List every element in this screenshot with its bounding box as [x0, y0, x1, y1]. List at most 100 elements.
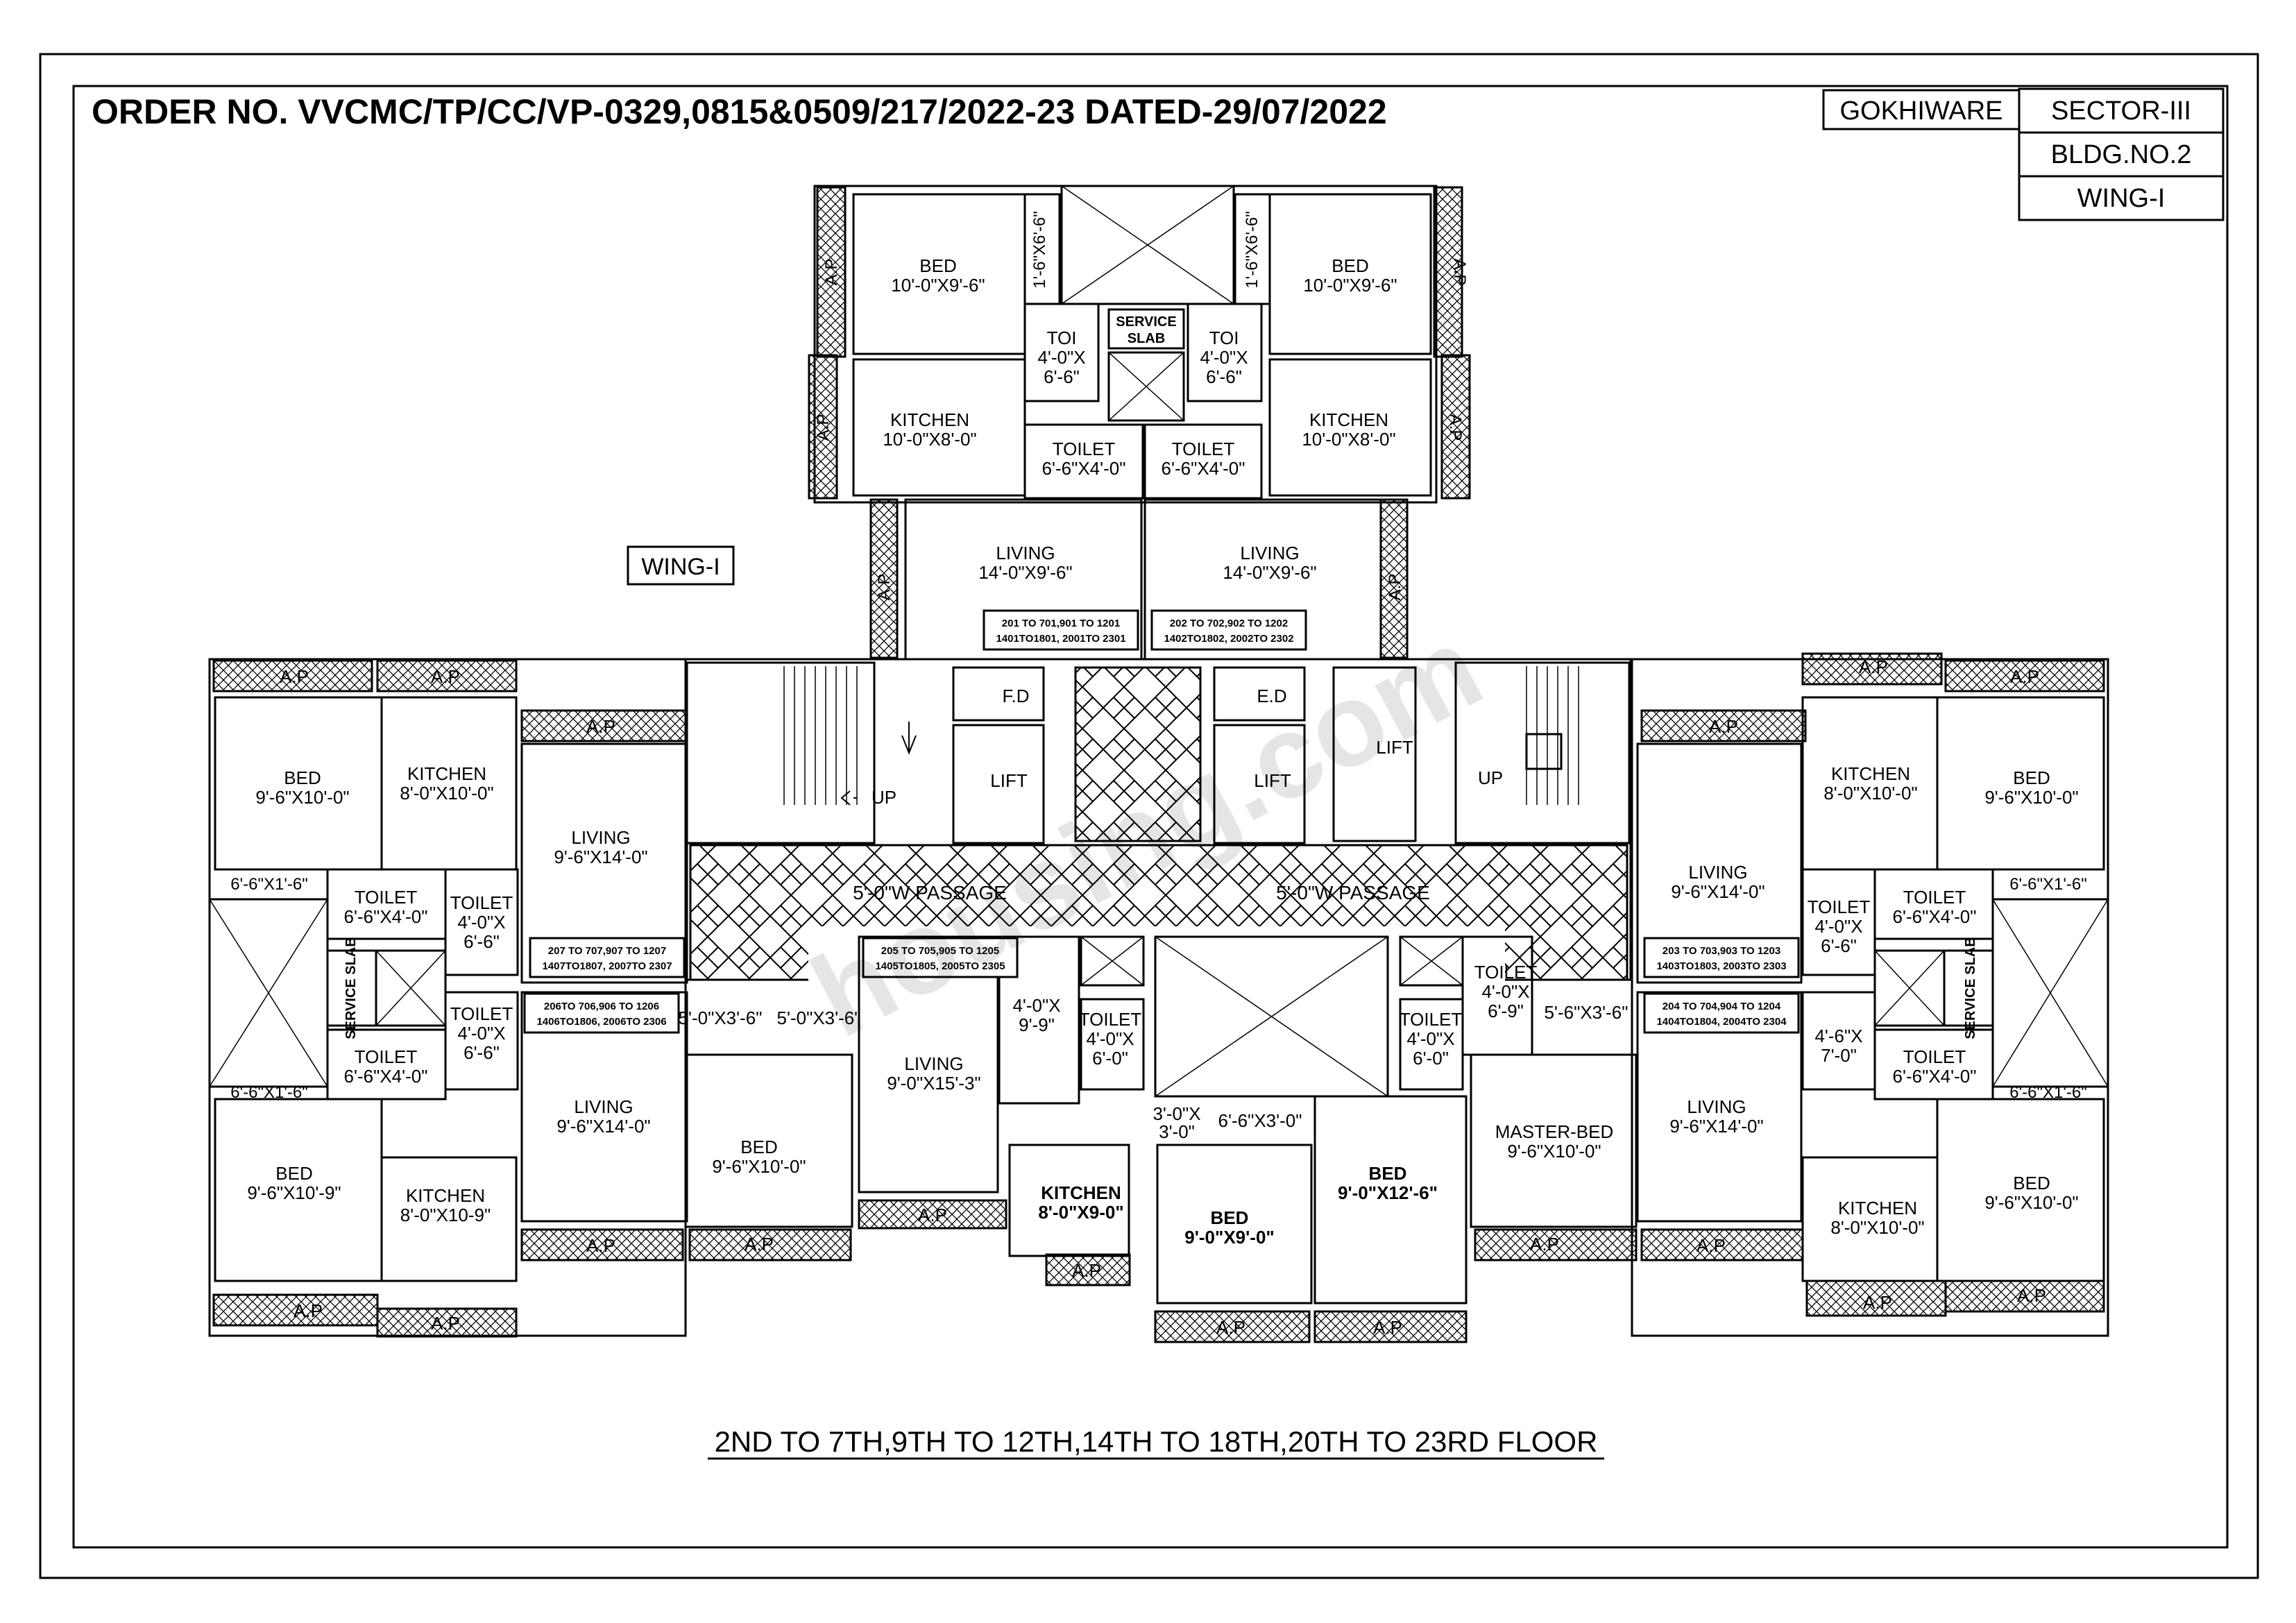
lift-left-label: LIFT — [990, 770, 1028, 791]
toilet-mid-dim2: 6'-0" — [1413, 1048, 1449, 1069]
wing-tag: WING-I — [641, 554, 720, 580]
flat-number-box-205 — [862, 937, 1019, 978]
toi-tr-dim2: 6'-6" — [1206, 366, 1242, 387]
ap-right-top-3 — [1640, 709, 1807, 742]
kitchen-tr-dim: 10'-0"X8'-0" — [1302, 429, 1395, 450]
ledge-206-dim: 6'-6"X1'-6" — [230, 1083, 308, 1102]
toilet-207a-label: TOILET — [355, 887, 418, 908]
room-living-204 — [1636, 991, 1803, 1223]
ap-lt1-text: A.P — [280, 666, 309, 687]
floor-caption: 2ND TO 7TH,9TH TO 12TH,14TH TO 18TH,20TH… — [715, 1425, 1598, 1458]
ap-mb1-text: A.P — [745, 1234, 774, 1255]
wing-tag-box — [627, 545, 735, 586]
flat-number-box-201 — [983, 609, 1139, 651]
up-right-label: UP — [1478, 767, 1503, 788]
ap-mid-bottom-2 — [858, 1199, 1007, 1230]
flat-203-l2: 1403TO1803, 2003TO 2303 — [1656, 960, 1786, 972]
fd-label: F.D — [1003, 686, 1030, 706]
kitchen-206-label: KITCHEN — [406, 1185, 485, 1206]
room-labels: BED 10'-0"X9'-6" KITCHEN 10'-0"X8'-0" TO… — [230, 255, 2087, 1248]
shaft-right-cross — [1992, 899, 2109, 1087]
service-slab-top-box — [1107, 308, 1185, 350]
rotated-labels: 1'-6"X6'-6" 1'-6"X6'-6" A.P A.P A.P A.P … — [343, 211, 1978, 1039]
flat-number-box-206 — [523, 992, 680, 1034]
electric-duct-box — [1213, 666, 1306, 722]
bed-204-dim: 9'-6"X10'-0" — [1984, 1192, 2078, 1213]
kitchen-tl-label: KITCHEN — [890, 409, 969, 430]
passage-206-dim: 5'-0"X3'-6" — [679, 1008, 763, 1028]
ap-rt3-text: A.P — [1709, 716, 1738, 737]
ap-right-bottom-3 — [1805, 1280, 1947, 1317]
dim-204-b: 7'-0" — [1821, 1045, 1857, 1066]
inner-border — [72, 85, 2229, 1549]
room-bed-top-right — [1268, 193, 1432, 355]
toilet-203b-dim2: 6'-6" — [1821, 935, 1857, 956]
toilet-203a-label: TOILET — [1903, 887, 1966, 908]
ap-labels: A.P A.P A.P A.P A.P A.P A.P A.P A.P A.P … — [280, 656, 2046, 1338]
kitchen-206-dim: 8'-0"X10-9" — [400, 1205, 491, 1225]
shaft-left-cross — [209, 899, 328, 1087]
ap-tl-1-label: A.P — [822, 259, 841, 286]
duct-mid-right-cross — [1400, 936, 1463, 986]
flat-number-box-203 — [1643, 937, 1800, 978]
building-number: BLDG.NO.2 — [2051, 140, 2192, 169]
ap-mk-text: A.P — [1072, 1260, 1101, 1281]
living-205-label: LIVING — [904, 1053, 963, 1074]
duct-center-cross — [1108, 352, 1184, 421]
toilet-204-label: TOILET — [1474, 962, 1538, 983]
ap-right-bottom-4 — [1944, 1280, 2105, 1313]
ap-mb2-text: A.P — [918, 1205, 947, 1225]
dim-mid-a: 3'-0"X — [1153, 1103, 1200, 1124]
stair-treads-right — [1526, 666, 1579, 805]
flat-201-l2: 1401TO1801, 2001TO 2301 — [996, 633, 1125, 645]
toi-tl-label: TOI — [1047, 328, 1077, 348]
open-shaft-top — [1060, 185, 1235, 305]
bed-207-dim: 9'-6"X10'-0" — [255, 787, 349, 808]
kitchen-tl-dim: 10'-0"X8'-0" — [883, 429, 976, 450]
living-207-label: LIVING — [571, 827, 630, 848]
toilet-207b-dim2: 6'-6" — [464, 931, 500, 952]
toilet-205-dim: 4'-0"X — [1086, 1028, 1134, 1049]
bed-mid-b-label: BED — [1369, 1163, 1407, 1184]
ap-tr-1-label: A.P — [1450, 259, 1469, 286]
ap-lb2-text: A.P — [294, 1300, 323, 1321]
duct-tl-dim: 1'-6"X6'-6" — [1030, 211, 1049, 289]
room-toi-top-right — [1187, 303, 1263, 402]
dim-mid-c: 6'-6"X3'-0" — [1218, 1110, 1302, 1131]
service-slab-left-label: SERVICE SLAB — [343, 937, 359, 1039]
toi-tr-dim: 4'-0"X — [1200, 347, 1248, 368]
ap-left-bottom-3 — [376, 1307, 518, 1338]
master-bed-dim: 9'-6"X10'-0" — [1507, 1141, 1601, 1162]
toilet-204-dim2: 6'-9" — [1488, 1001, 1524, 1021]
toilet-203a-dim: 6'-6"X4'-0" — [1893, 906, 1977, 927]
lift-center-label: LIFT — [1254, 770, 1291, 791]
room-bed-mid-b — [1313, 1095, 1468, 1305]
flat-202-l1: 202 TO 702,902 TO 1202 — [1170, 618, 1288, 629]
ap-left-top-2 — [376, 659, 518, 692]
dim-204-a: 4'-6"X — [1814, 1026, 1862, 1046]
top-block-outline — [813, 185, 1438, 504]
fire-duct-box-left — [952, 666, 1045, 722]
toilet-205-label: TOILET — [1079, 1009, 1142, 1030]
room-bed-203 — [1936, 696, 2105, 871]
ap-living-l-label: A.P — [875, 574, 894, 601]
living-206-dim: 9'-6"X14'-0" — [556, 1116, 650, 1137]
toilet-mid-dim: 4'-0"X — [1406, 1028, 1454, 1049]
room-bed-mid-a — [1156, 1144, 1313, 1305]
toilet-204-dim: 4'-0"X — [1481, 981, 1529, 1002]
bed-mid-b-dim: 9'-0"X12'-6" — [1338, 1182, 1438, 1203]
bed-206-dim: 9'-6"X10'-9" — [247, 1182, 341, 1203]
toilet-203b-dim: 4'-0"X — [1814, 916, 1862, 937]
toilet-tr-dim: 6'-6"X4'-0" — [1162, 458, 1245, 479]
stair-landing-right — [1525, 733, 1563, 770]
bed-207-label: BED — [284, 767, 321, 788]
toilet-206b-label: TOILET — [450, 1003, 513, 1024]
living-205-dim: 9'-0"X15'-3" — [887, 1073, 980, 1094]
living-201-label: LIVING — [996, 543, 1055, 563]
toilet-tl-dim: 6'-6"X4'-0" — [1042, 458, 1126, 479]
bed-tl-dim: 10'-0"X9'-6" — [891, 275, 985, 296]
toi-tl-dim: 4'-0"X — [1037, 347, 1085, 368]
ledge-204-dim: 6'-6"X1'-6" — [2009, 1083, 2087, 1102]
lift-right-shaft — [1332, 666, 1417, 842]
ap-living-left — [869, 498, 899, 659]
